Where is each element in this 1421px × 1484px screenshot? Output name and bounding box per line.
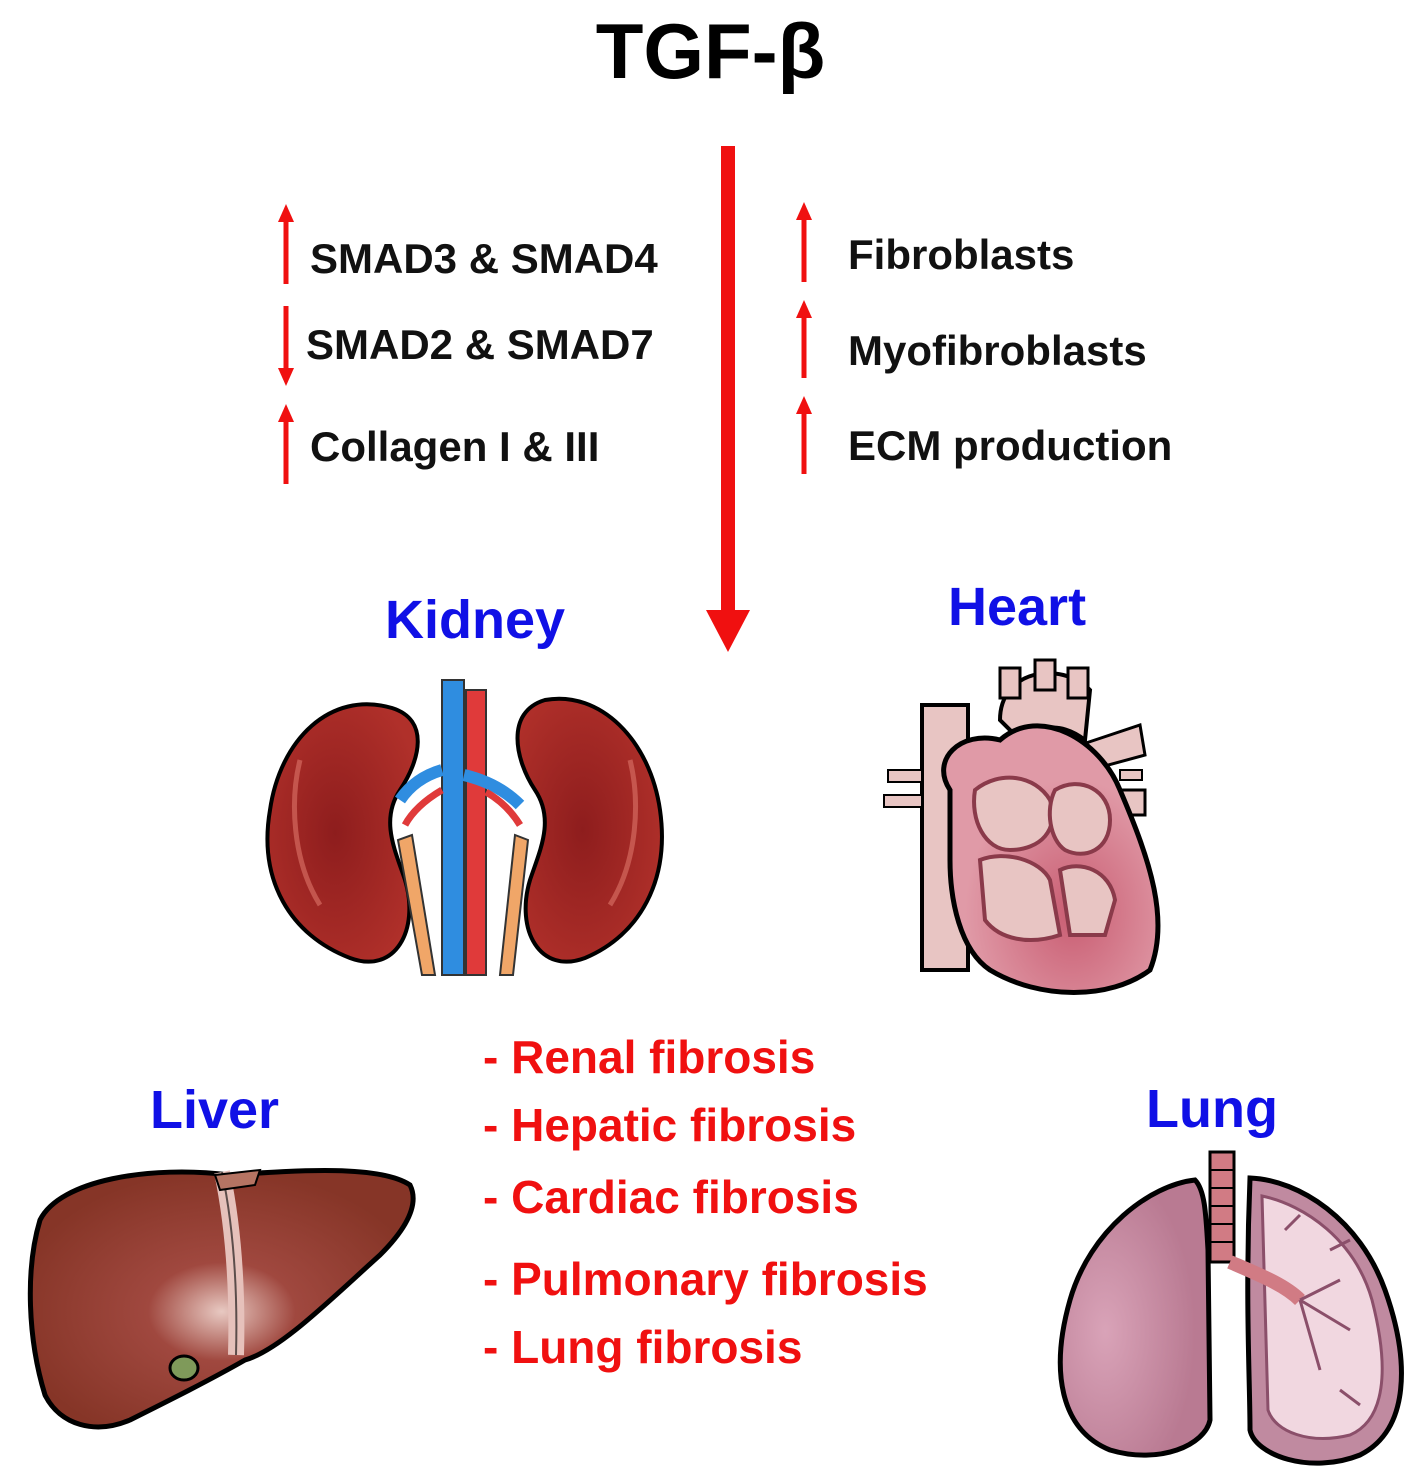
arrow-up-ecm: [796, 396, 812, 474]
kidney-illustration: [265, 679, 664, 976]
arrow-up-smad3-smad4: [278, 204, 294, 284]
liver-illustration: [27, 1168, 416, 1430]
disease-pulmonary-fibrosis: - Pulmonary fibrosis: [483, 1253, 928, 1305]
effect-collagen: Collagen I & III: [310, 423, 600, 470]
disease-hepatic-fibrosis: - Hepatic fibrosis: [483, 1099, 857, 1151]
lung-illustration: [1057, 1150, 1404, 1466]
label-lung: Lung: [1146, 1079, 1278, 1139]
effect-ecm-production: ECM production: [848, 422, 1173, 469]
label-liver: Liver: [150, 1080, 280, 1140]
effect-fibroblasts: Fibroblasts: [848, 231, 1075, 278]
heart-illustration: [883, 658, 1161, 995]
arrow-up-myofibroblasts: [796, 300, 812, 378]
disease-lung-fibrosis: - Lung fibrosis: [483, 1321, 803, 1373]
disease-renal-fibrosis: - Renal fibrosis: [483, 1031, 816, 1083]
effect-smad2-smad7: SMAD2 & SMAD7: [306, 321, 654, 368]
arrow-up-collagen: [278, 404, 294, 484]
disease-cardiac-fibrosis: - Cardiac fibrosis: [483, 1171, 859, 1223]
effect-smad3-smad4: SMAD3 & SMAD4: [310, 235, 658, 282]
effect-myofibroblasts: Myofibroblasts: [848, 327, 1147, 374]
label-heart: Heart: [948, 577, 1087, 637]
title-tgf-beta: TGF-β: [595, 7, 826, 95]
arrow-up-fibroblasts: [796, 202, 812, 282]
label-kidney: Kidney: [385, 590, 566, 650]
arrow-down-smad2-smad7: [278, 306, 294, 386]
main-down-arrow: [706, 146, 750, 652]
